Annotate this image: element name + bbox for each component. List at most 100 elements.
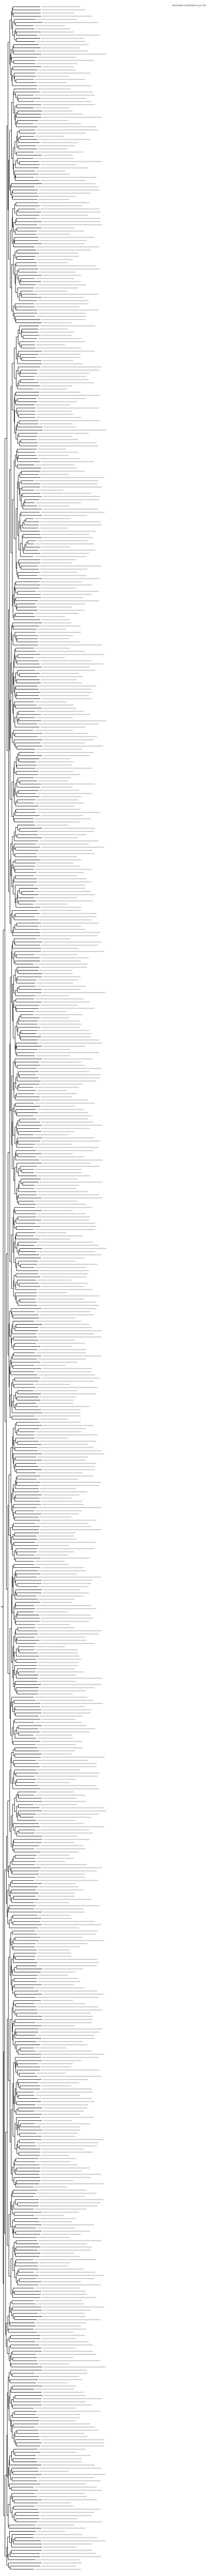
- leaf-label: [43, 496, 100, 497]
- leaf-label: [39, 1340, 75, 1341]
- leaf-label: [42, 31, 74, 33]
- leaf-label: [38, 2009, 102, 2011]
- leaf-label: [38, 1304, 99, 1306]
- leaf-label: [37, 1779, 77, 1780]
- leaf-label: [38, 1068, 102, 1069]
- leaf-label: [40, 1181, 103, 1183]
- leaf-label: [36, 711, 84, 712]
- leaf-label: [40, 1099, 88, 1101]
- leaf-label: [34, 1384, 71, 1385]
- leaf-label: [41, 1766, 97, 1767]
- leaf-label: [36, 379, 89, 380]
- leaf-label: [42, 2053, 105, 2055]
- leaf-label: [38, 881, 92, 883]
- leaf-label: [39, 202, 90, 204]
- leaf-label: [35, 2196, 85, 2197]
- leaf-label: [39, 644, 102, 646]
- leaf-label: [38, 1292, 67, 1294]
- leaf-label: [40, 1428, 86, 1429]
- leaf-label: [36, 1415, 81, 1417]
- leaf-label: [35, 1093, 77, 1094]
- leaf-label: [40, 2256, 80, 2257]
- leaf-label: [36, 2303, 84, 2304]
- leaf-label: [37, 1251, 96, 1252]
- leaf-label: [37, 812, 100, 813]
- leaf-label: [36, 417, 82, 418]
- leaf-label: [38, 2496, 87, 2497]
- leaf-label: [40, 1614, 91, 1616]
- leaf-label: [42, 467, 77, 469]
- leaf-label: [36, 2003, 85, 2004]
- leaf-label: [41, 2553, 96, 2554]
- leaf-label: [42, 1580, 92, 1581]
- leaf-label: [37, 1769, 80, 1770]
- leaf-label: [42, 2079, 89, 2080]
- leaf-label: [37, 2382, 68, 2384]
- leaf-label: [41, 562, 72, 563]
- leaf-label: [36, 1624, 71, 1625]
- leaf-label: [34, 1086, 79, 1088]
- leaf-label: [40, 44, 89, 45]
- leaf-label: [42, 1036, 91, 1038]
- leaf-label: [39, 689, 92, 690]
- leaf-label: [41, 1276, 87, 1278]
- leaf-label: [41, 9, 85, 11]
- leaf-label: [37, 809, 81, 810]
- leaf-label: [42, 116, 102, 118]
- leaf-label: [40, 1823, 84, 1825]
- leaf-label: [35, 490, 64, 491]
- leaf-label: [38, 312, 86, 314]
- leaf-label: [39, 2063, 73, 2064]
- leaf-label: [40, 1763, 97, 1764]
- leaf-label: [43, 2310, 91, 2311]
- leaf-label: [38, 448, 66, 450]
- leaf-label: [37, 2278, 95, 2279]
- leaf-label: [43, 2395, 86, 2396]
- leaf-label: [34, 701, 67, 702]
- leaf-label: [36, 1930, 98, 1932]
- leaf-label: [42, 2101, 95, 2102]
- leaf-label: [41, 2066, 72, 2068]
- leaf-label: [34, 1902, 69, 1903]
- leaf-label: [36, 376, 87, 377]
- leaf-label: [42, 2464, 95, 2466]
- leaf-label: [41, 2252, 75, 2254]
- leaf-label: [40, 1396, 77, 1398]
- leaf-label: [35, 1987, 85, 1988]
- leaf-label: [39, 2363, 70, 2365]
- leaf-label: [42, 2000, 73, 2001]
- leaf-label: [34, 388, 67, 390]
- leaf-label: [38, 1949, 71, 1951]
- leaf-label: [38, 1507, 102, 1508]
- leaf-label: [40, 1529, 102, 1530]
- leaf-label: [38, 1915, 71, 1916]
- leaf-label: [41, 2170, 82, 2172]
- leaf-label: [41, 2297, 96, 2298]
- leaf-label: [37, 1889, 84, 1891]
- leaf-label: [36, 1184, 80, 1186]
- leaf-label: [36, 1782, 70, 1783]
- leaf-label: [41, 553, 90, 554]
- leaf-label: [41, 692, 93, 693]
- leaf-label: [36, 344, 65, 345]
- leaf-label: [40, 1870, 97, 1871]
- leaf-label: [38, 2240, 102, 2242]
- leaf-label: [36, 748, 83, 750]
- leaf-label: [43, 1838, 90, 1840]
- leaf-label: [43, 322, 72, 324]
- leaf-label: [39, 736, 97, 738]
- leaf-label: [43, 1842, 75, 1843]
- leaf-label: [38, 1652, 78, 1653]
- leaf-label: [36, 129, 98, 131]
- leaf-label: [38, 676, 83, 677]
- leaf-label: [37, 398, 86, 399]
- leaf-label: [36, 1207, 93, 1208]
- leaf-label: [37, 2041, 83, 2043]
- leaf-label: [34, 2407, 77, 2409]
- leaf-label: [41, 957, 89, 959]
- leaf-label: [40, 1545, 70, 1546]
- leaf-label: [43, 515, 88, 516]
- leaf-label: [41, 1519, 96, 1521]
- leaf-label: [40, 1620, 89, 1622]
- leaf-label: [39, 1886, 79, 1887]
